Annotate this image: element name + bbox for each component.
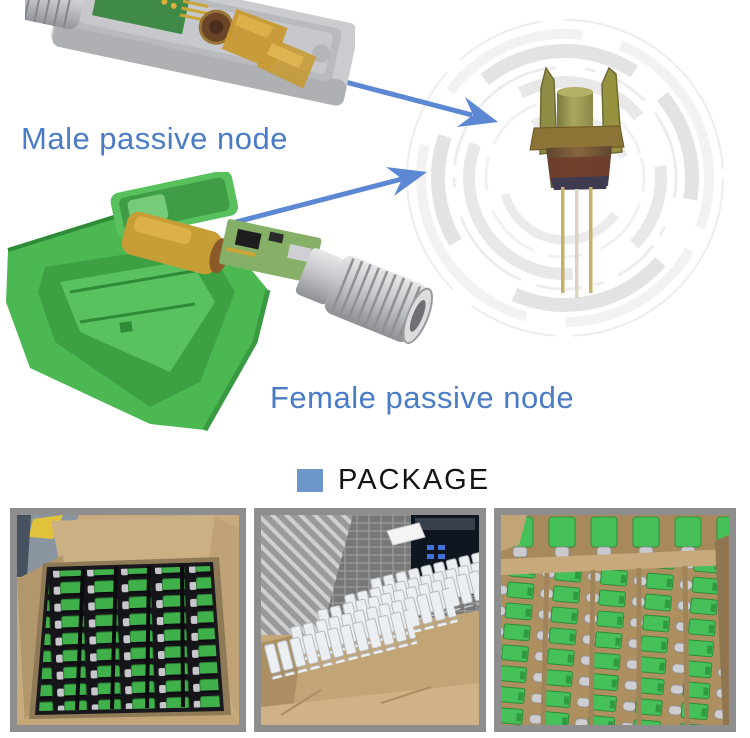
female-node-label: Female passive node (270, 380, 575, 415)
metal-connector (25, 0, 85, 30)
package-bullet-square-icon (297, 469, 323, 492)
male-node-label: Male passive node (21, 121, 288, 156)
tray-right-wall (715, 535, 729, 725)
open-carton-illustration (17, 515, 239, 725)
metal-f-connector (295, 248, 434, 345)
package-section-title: PACKAGE (338, 464, 491, 496)
package-section-header: PACKAGE (297, 464, 490, 497)
white-module-rows (263, 542, 479, 680)
arrow-male-head-icon (457, 97, 498, 127)
pcb (92, 0, 209, 35)
left-silver-stacks (261, 515, 353, 635)
cardboard-divider (501, 549, 729, 577)
warehouse-stacks-illustration (261, 515, 479, 725)
arrow-female-head-icon (386, 167, 427, 196)
connector-tray-illustration (501, 515, 729, 725)
green-connector-grid (39, 566, 220, 711)
package-photo-connector-tray (494, 508, 736, 732)
arrow-female-to-detail (235, 176, 403, 225)
package-photo-open-carton (10, 508, 246, 732)
package-photo-warehouse-stacks (254, 508, 486, 732)
paper-note (386, 522, 426, 546)
grey-housing (51, 0, 355, 106)
laser-diode-illustration (529, 66, 625, 298)
male-passive-node-photo (25, 0, 355, 106)
amber-clip-holder (221, 8, 317, 89)
main-connector-grid (501, 565, 729, 725)
female-passive-node-photo (6, 172, 434, 432)
pcb (219, 219, 322, 283)
